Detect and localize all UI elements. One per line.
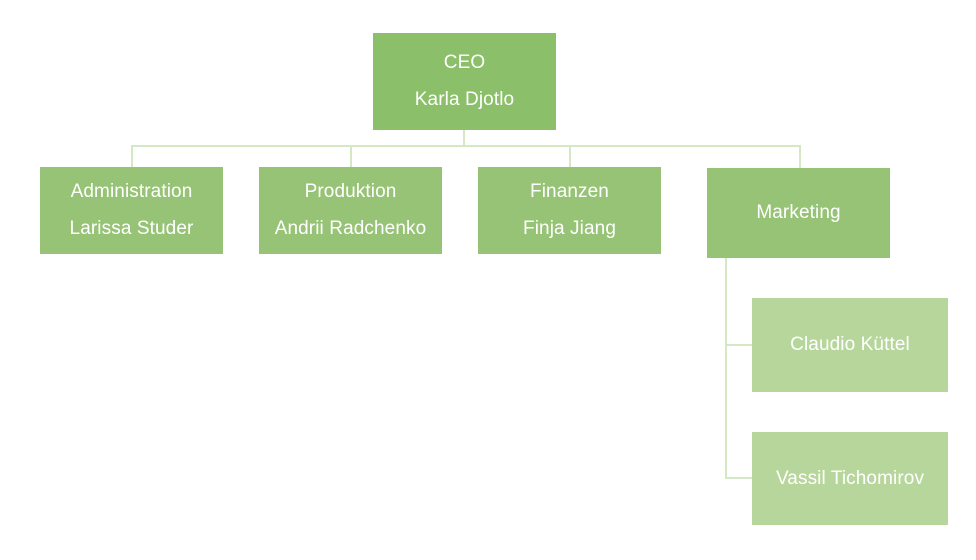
org-node-produktion[interactable]: Produktion Andrii Radchenko (259, 167, 442, 254)
org-node-marketing-title: Marketing (756, 202, 841, 224)
org-node-administration[interactable]: Administration Larissa Studer (40, 167, 223, 254)
connector-drop-marketing (799, 145, 801, 169)
org-node-ceo-person: Karla Djotlo (414, 89, 515, 110)
connector-drop-finanzen (569, 145, 571, 168)
connector-marketing-spine (725, 258, 727, 479)
connector-drop-produktion (350, 145, 352, 168)
org-node-administration-title: Administration (70, 181, 193, 203)
org-node-produktion-title: Produktion (304, 181, 397, 203)
org-node-claudio-kuettel-title: Claudio Küttel (790, 334, 910, 356)
org-node-vassil-tichomirov[interactable]: Vassil Tichomirov (752, 432, 948, 525)
org-node-produktion-person: Andrii Radchenko (274, 218, 427, 239)
org-node-claudio-kuettel[interactable]: Claudio Küttel (752, 298, 948, 392)
org-node-finanzen[interactable]: Finanzen Finja Jiang (478, 167, 661, 254)
connector-drop-administration (131, 145, 133, 168)
org-node-administration-person: Larissa Studer (69, 218, 194, 239)
org-node-ceo[interactable]: CEO Karla Djotlo (373, 33, 556, 130)
connector-level1-bus (131, 145, 801, 147)
connector-stub-claudio (725, 344, 752, 346)
org-node-ceo-title: CEO (443, 52, 486, 74)
connector-ceo-stem (463, 130, 465, 146)
org-node-marketing[interactable]: Marketing (707, 168, 890, 258)
connector-stub-vassil (725, 477, 752, 479)
org-node-vassil-tichomirov-title: Vassil Tichomirov (775, 467, 925, 489)
org-node-finanzen-title: Finanzen (530, 181, 609, 203)
org-node-finanzen-person: Finja Jiang (523, 218, 616, 239)
